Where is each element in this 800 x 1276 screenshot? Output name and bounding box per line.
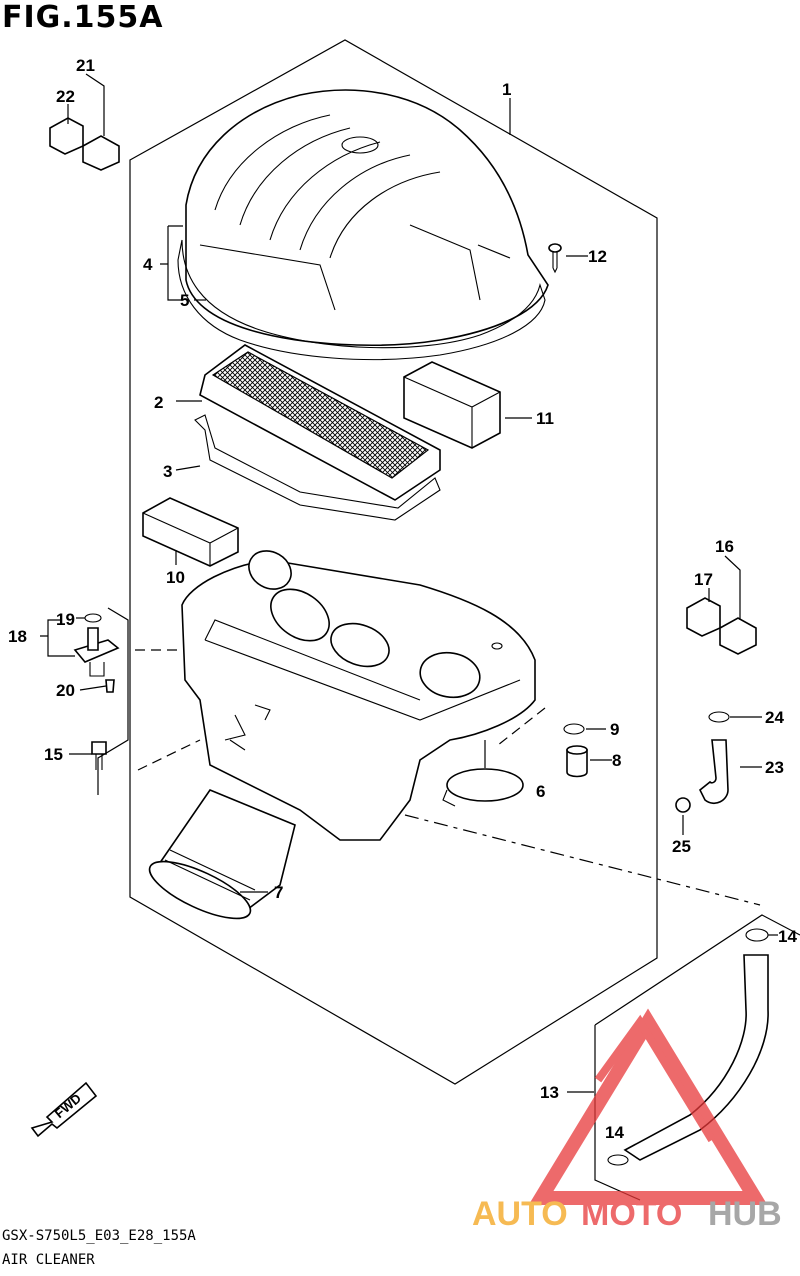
- bolt-15: [91, 741, 107, 770]
- callout-21: 21: [76, 56, 95, 75]
- watermark-auto: AUTO: [472, 1195, 568, 1233]
- clip-14-lower: [607, 1154, 629, 1166]
- filter-seal: [194, 414, 441, 521]
- watermark-moto: MOTO: [581, 1195, 682, 1233]
- clip-14-upper: [745, 928, 769, 942]
- callout-15: 15: [44, 745, 63, 764]
- plug-8: [566, 745, 588, 778]
- clamp-25: [675, 797, 691, 813]
- screw-20: [105, 679, 115, 693]
- clamp-6: [446, 768, 524, 802]
- clip-9: [563, 723, 585, 735]
- air-cleaner-case: [181, 550, 536, 841]
- callout-3: 3: [163, 462, 172, 481]
- clip-24: [708, 711, 730, 723]
- callout-10: 10: [166, 568, 185, 587]
- figure-name: AIR CLEANER: [2, 1252, 95, 1268]
- cap-seal: [177, 239, 546, 361]
- callout-13: 13: [540, 1083, 559, 1102]
- hose-23: [698, 739, 729, 805]
- callout-9: 9: [610, 720, 619, 739]
- hose-13: [623, 954, 769, 1161]
- callout-19: 19: [56, 610, 75, 629]
- callout-23: 23: [765, 758, 784, 777]
- callout-6: 6: [536, 782, 545, 801]
- clamp-6-screw: [442, 789, 456, 807]
- callout-24: 24: [765, 708, 784, 727]
- callout-11: 11: [536, 409, 554, 428]
- callout-1: 1: [502, 80, 511, 99]
- air-cleaner-cap: [185, 89, 549, 347]
- callout-4: 4: [143, 255, 153, 274]
- assembly-outline: [129, 39, 658, 1085]
- callout-16: 16: [715, 537, 734, 556]
- figure-title: FIG.155A: [2, 0, 164, 35]
- connector-21-22: [49, 117, 120, 171]
- callout-20: 20: [56, 681, 75, 700]
- callout-8: 8: [612, 751, 621, 770]
- foam-pad-11: [403, 361, 501, 449]
- callout-22: 22: [56, 87, 75, 106]
- callout-labels: 1 2 3 4 5 6 7 8 9 10 11 12 13 14 14 15 1…: [8, 56, 797, 1142]
- callout-14-upper: 14: [778, 927, 797, 946]
- watermark-hub: HUB: [708, 1195, 782, 1233]
- screw-12: [548, 243, 562, 274]
- callout-12: 12: [588, 247, 607, 266]
- intake-duct-7: [148, 789, 296, 920]
- callout-7: 7: [274, 883, 283, 902]
- drain-assembly-18: [73, 613, 120, 677]
- watermark-logo: AUTO MOTO HUB: [472, 1008, 782, 1233]
- callout-5: 5: [180, 291, 189, 310]
- forward-arrow-icon: FWD: [30, 1081, 98, 1138]
- foam-pad-10: [142, 497, 239, 567]
- callout-25: 25: [672, 837, 691, 856]
- callout-14-lower: 14: [605, 1123, 624, 1142]
- leader-lines: [40, 73, 778, 1093]
- air-filter-element: [199, 344, 441, 501]
- callout-2: 2: [154, 393, 163, 412]
- connector-16-17: [686, 597, 757, 655]
- figure-code: GSX-S750L5_E03_E28_155A: [2, 1228, 196, 1244]
- callout-18: 18: [8, 627, 27, 646]
- callout-17: 17: [694, 570, 713, 589]
